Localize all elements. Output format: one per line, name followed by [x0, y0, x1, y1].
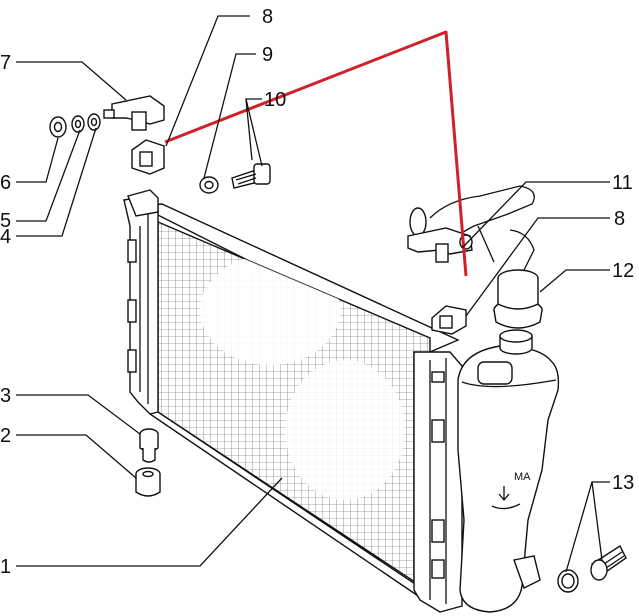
upper-mounting-bracket — [103, 95, 165, 131]
callout-4: 4 — [0, 226, 11, 248]
callout-7: 7 — [0, 52, 11, 74]
tank-marking: MA — [514, 471, 531, 483]
highlight-lines — [164, 30, 468, 277]
callout-3: 3 — [0, 385, 11, 407]
sealing-washer — [199, 176, 219, 194]
callout-11: 11 — [612, 172, 633, 194]
callout-10: 10 — [264, 89, 286, 111]
washer-5 — [71, 115, 85, 133]
o-ring — [557, 569, 579, 593]
drain-fitting — [139, 428, 159, 463]
callout-13: 13 — [612, 472, 634, 494]
drain-plug — [135, 467, 161, 497]
radiator — [123, 189, 463, 613]
rubber-mount-top — [131, 139, 165, 175]
callout-8-top: 8 — [262, 6, 273, 28]
callout-6: 6 — [0, 172, 11, 194]
nut — [49, 116, 67, 138]
callout-2: 2 — [0, 425, 11, 447]
temperature-sensor — [231, 163, 271, 189]
callout-9: 9 — [262, 44, 273, 66]
callout-12: 12 — [612, 260, 634, 282]
rubber-mount-right — [431, 305, 467, 335]
callout-8-right: 8 — [614, 208, 625, 230]
expansion-tank: MA — [457, 329, 560, 613]
drain-screw — [590, 544, 627, 581]
leader-lines — [16, 15, 610, 573]
callout-5: 5 — [0, 210, 11, 232]
callout-1: 1 — [0, 556, 11, 578]
washer-4 — [87, 113, 101, 131]
hose-outline — [409, 185, 535, 271]
filler-cap — [493, 269, 543, 329]
callout-labels: 1 2 3 4 5 6 7 8 9 10 11 8 12 13 — [0, 6, 634, 578]
